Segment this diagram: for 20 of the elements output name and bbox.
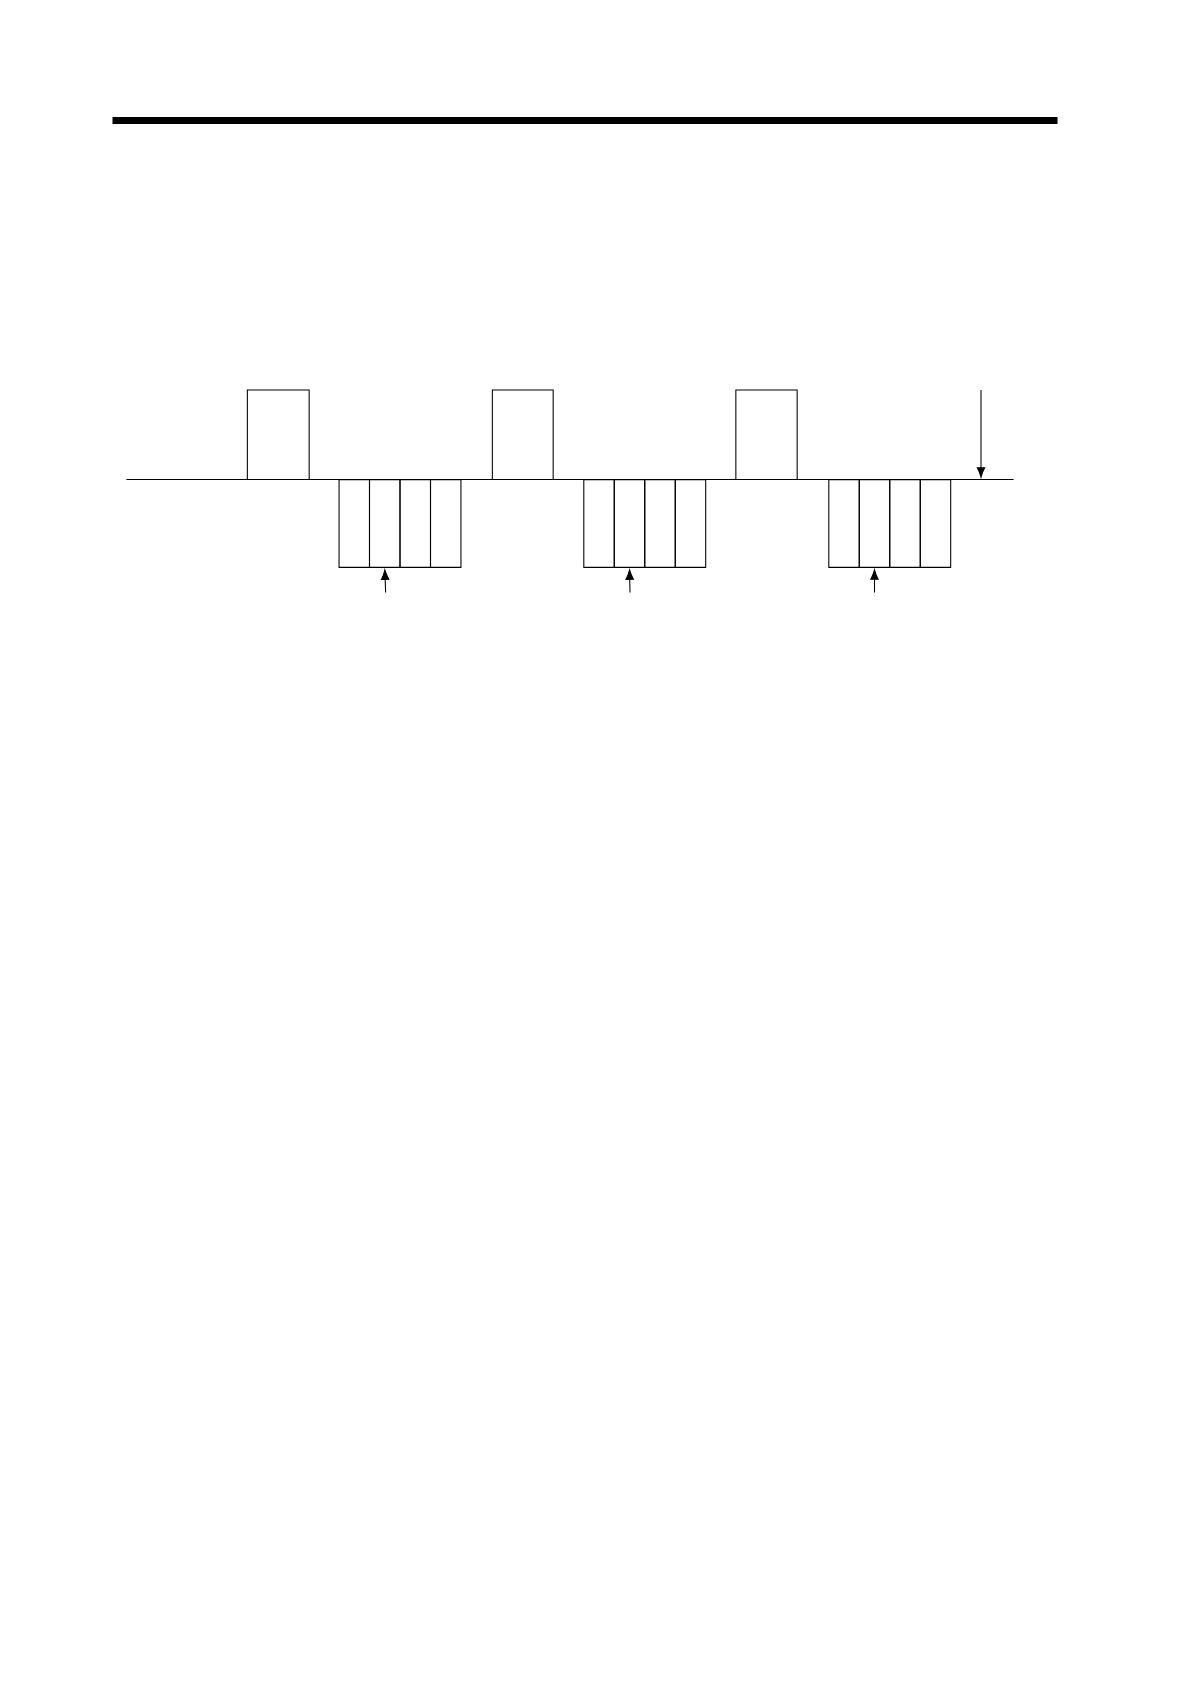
pulse-cell [858,479,891,568]
arrow [380,569,390,594]
pulse-cell [674,479,707,568]
pulse-cell [644,479,676,568]
pulse-cell [430,479,462,568]
pulse [735,389,798,481]
arrow [625,569,634,594]
pulse-cell [889,479,921,568]
arrow [870,569,879,594]
pulse [246,389,310,481]
pulse-cell [583,479,615,568]
pulse-cell [828,479,860,568]
arrow [976,389,986,478]
pulse-cell [399,479,431,568]
pulse-cell [919,479,952,568]
pulse [491,389,554,481]
pulse-cell [369,479,401,568]
baseline [125,479,1015,481]
pulse-cell [613,479,646,568]
pulse-cell [338,479,370,568]
